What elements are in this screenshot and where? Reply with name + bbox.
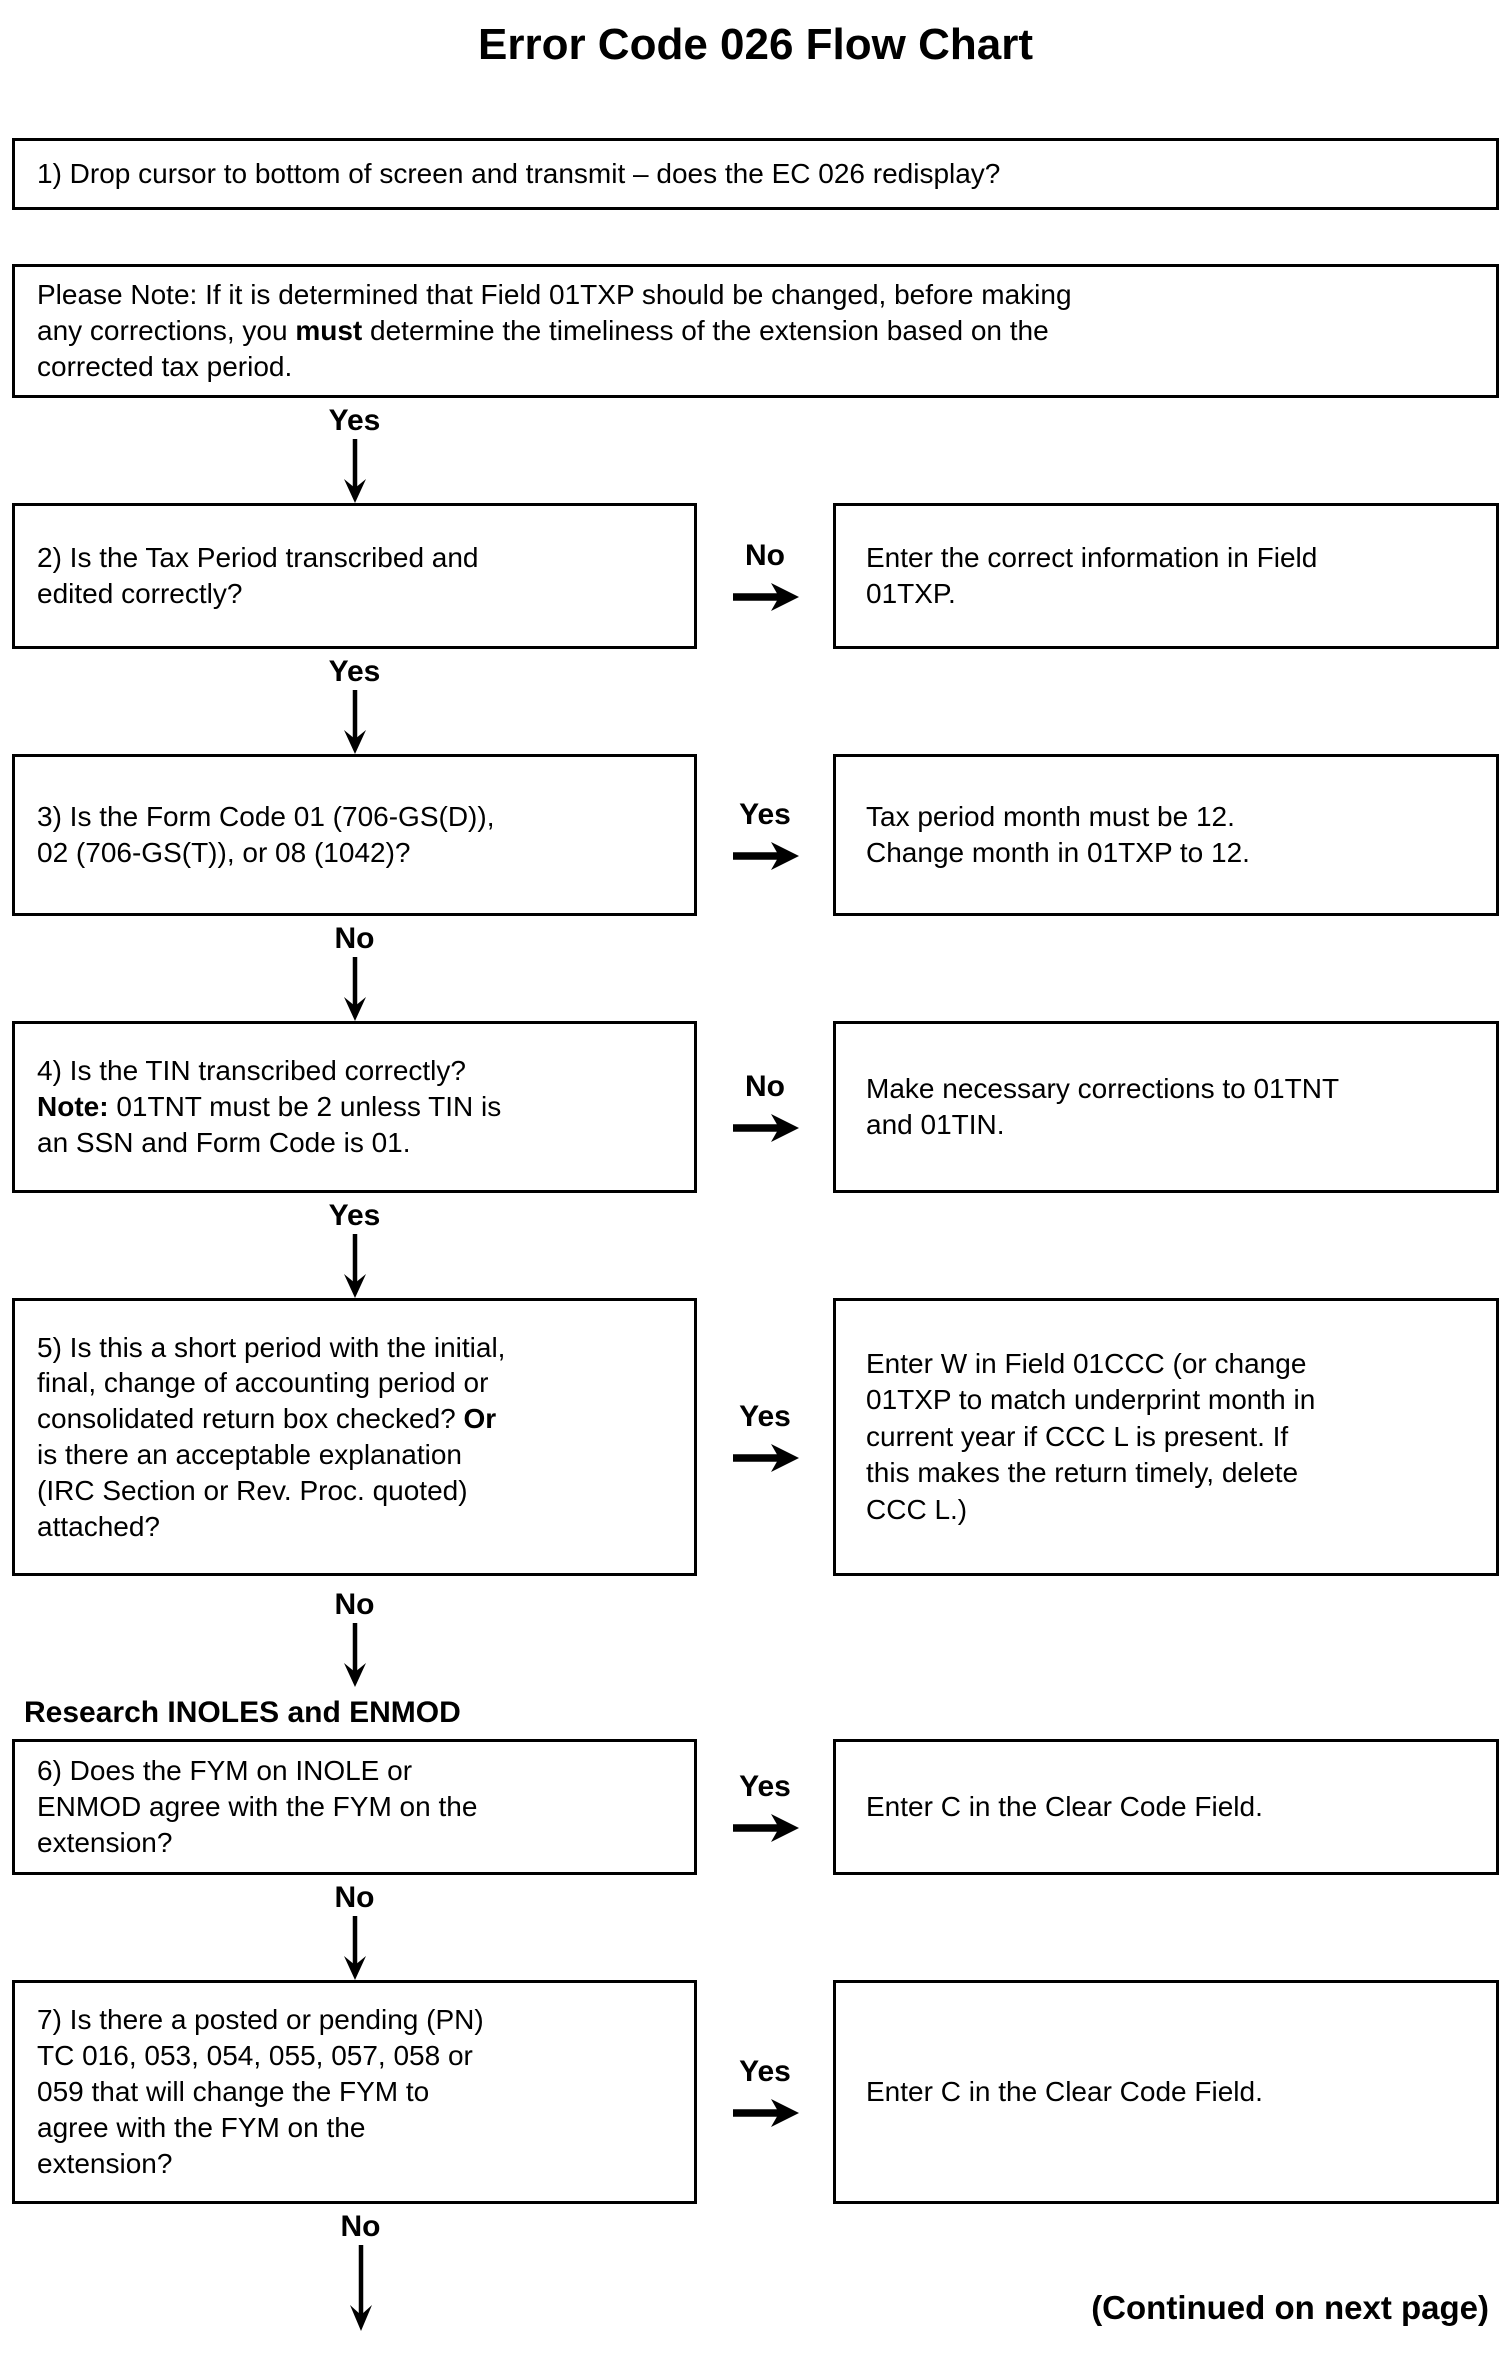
section-heading: Research INOLES and ENMOD [24,1696,461,1729]
down-arrow-icon [343,957,366,1021]
step-4-row: 4) Is the TIN transcribed correctly? Not… [12,1021,1499,1193]
branch-label-7: Yes [739,2054,791,2088]
step-3-row: 3) Is the Form Code 01 (706-GS(D)), 02 (… [12,754,1499,916]
step-1-text: 1) Drop cursor to bottom of screen and t… [37,158,1001,190]
flow-label: No [334,1881,375,1914]
down-arrow-icon [343,1623,366,1687]
page-title: Error Code 026 Flow Chart [477,20,1033,69]
right-arrow-icon [733,2098,799,2127]
branch-connector-7: Yes [697,1980,833,2204]
question-box-6: 6) Does the FYM on INOLE or ENMOD agree … [12,1739,697,1875]
step-1-box: 1) Drop cursor to bottom of screen and t… [12,138,1499,210]
branch-label-5: Yes [739,1399,791,1433]
action-box-5: Enter W in Field 01CCC (or change 01TXP … [833,1298,1499,1576]
page-bottom: No (Continued on next page) [12,2210,1499,2331]
right-arrow-icon [733,582,799,611]
step-7-row: 7) Is there a posted or pending (PN) TC … [12,1980,1499,2204]
branch-label-3: Yes [739,797,791,831]
question-box-3: 3) Is the Form Code 01 (706-GS(D)), 02 (… [12,754,697,916]
action-text-5: Enter W in Field 01CCC (or change 01TXP … [866,1348,1316,1525]
question-box-7: 7) Is there a posted or pending (PN) TC … [12,1980,697,2204]
question-text-6: 6) Does the FYM on INOLE or ENMOD agree … [37,1755,478,1858]
down-arrow-icon [343,439,366,503]
action-text-2: Enter the correct information in Field 0… [866,541,1318,609]
question-text-2: 2) Is the Tax Period transcribed and edi… [37,542,479,609]
step-6-row: 6) Does the FYM on INOLE or ENMOD agree … [12,1739,1499,1875]
question-box-4: 4) Is the TIN transcribed correctly? Not… [12,1021,697,1193]
action-box-2: Enter the correct information in Field 0… [833,503,1499,649]
action-text-7: Enter C in the Clear Code Field. [866,2075,1263,2107]
down-arrow-icon [343,690,366,754]
branch-connector-5: Yes [697,1298,833,1576]
right-arrow-icon [733,1443,799,1472]
note-text: Please Note: If it is determined that Fi… [37,279,1072,382]
connector-into-step-6: No [0,1576,709,1687]
flow-label: Yes [328,655,381,688]
right-arrow-icon [733,1813,799,1842]
exit-connector: No [12,2210,709,2331]
flow-label: No [334,922,375,955]
action-text-3: Tax period month must be 12. Change mont… [866,800,1250,868]
down-arrow-icon [343,1916,366,1980]
connector-into-step-3: Yes [0,649,709,754]
branch-connector-4: No [697,1021,833,1193]
action-box-3: Tax period month must be 12. Change mont… [833,754,1499,916]
continued-note: (Continued on next page) [1091,2289,1489,2326]
connector-into-step-4: No [0,916,709,1021]
branch-connector-6: Yes [697,1739,833,1875]
flow-label: Yes [328,1199,381,1232]
action-text-6: Enter C in the Clear Code Field. [866,1790,1263,1822]
question-text-3: 3) Is the Form Code 01 (706-GS(D)), 02 (… [37,801,495,868]
action-box-6: Enter C in the Clear Code Field. [833,1739,1499,1875]
action-box-7: Enter C in the Clear Code Field. [833,1980,1499,2204]
question-box-5: 5) Is this a short period with the initi… [12,1298,697,1576]
right-arrow-icon [733,841,799,870]
right-arrow-icon [733,1113,799,1142]
connector-into-step-2: Yes [0,398,709,503]
connector-into-step-7: No [0,1875,709,1980]
branch-connector-3: Yes [697,754,833,916]
branch-label-4: No [745,1069,785,1103]
question-box-2: 2) Is the Tax Period transcribed and edi… [12,503,697,649]
branch-connector-2: No [697,503,833,649]
connector-into-step-5: Yes [0,1193,709,1298]
exit-label: No [340,2210,381,2243]
flow-label: Yes [328,404,381,437]
note-box: Please Note: If it is determined that Fi… [12,264,1499,398]
down-arrow-icon [343,1234,366,1298]
question-text-4: 4) Is the TIN transcribed correctly? Not… [37,1055,502,1158]
down-arrow-icon [349,2245,372,2331]
question-text-7: 7) Is there a posted or pending (PN) TC … [37,2004,484,2179]
step-5-row: 5) Is this a short period with the initi… [12,1298,1499,1576]
action-text-4: Make necessary corrections to 01TNT and … [866,1072,1340,1140]
branch-label-2: No [745,538,785,572]
flow-label: No [334,1588,375,1621]
action-box-4: Make necessary corrections to 01TNT and … [833,1021,1499,1193]
branch-label-6: Yes [739,1769,791,1803]
step-2-row: 2) Is the Tax Period transcribed and edi… [12,503,1499,649]
question-text-5: 5) Is this a short period with the initi… [37,1331,506,1542]
